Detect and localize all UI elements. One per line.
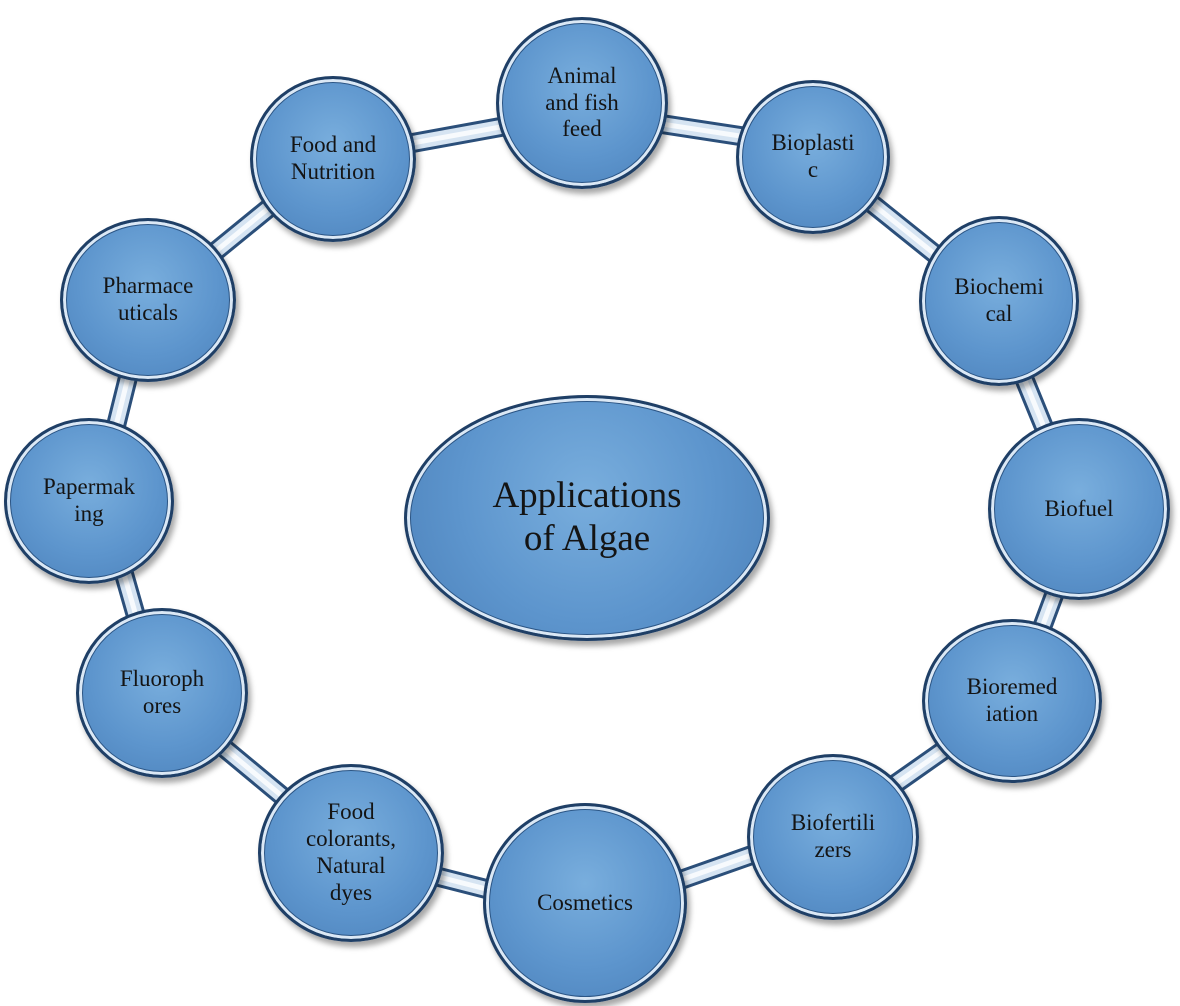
node-animal-fish-feed: Animal and fish feed — [496, 17, 668, 189]
node-label: Food colorants, Natural dyes — [305, 799, 397, 905]
node-label: Animal and fish feed — [545, 62, 619, 142]
node-label: Food and Nutrition — [289, 132, 377, 184]
node-biofuel: Biofuel — [988, 418, 1170, 600]
node-bioremediation: Bioremed iation — [922, 619, 1102, 783]
center-node-label: Applications of Algae — [492, 475, 682, 559]
node-pharmaceuticals: Pharmace uticals — [60, 218, 236, 382]
node-food-nutrition: Food and Nutrition — [250, 76, 416, 242]
node-label: Biofuel — [1044, 495, 1114, 521]
node-label: Papermak ing — [43, 474, 135, 526]
center-node: Applications of Algae — [404, 395, 770, 641]
node-label: Bioplasti c — [771, 130, 855, 182]
node-label: Bioremed iation — [966, 674, 1058, 726]
node-bioplastic: Bioplasti c — [736, 80, 890, 234]
node-papermaking: Papermak ing — [4, 418, 174, 584]
node-label: Cosmetics — [537, 889, 633, 915]
node-fluorophores: Fluoroph ores — [76, 608, 248, 778]
node-cosmetics: Cosmetics — [483, 803, 687, 1003]
node-label: Biochemi cal — [954, 274, 1044, 326]
node-food-colorants-natural-dyes: Food colorants, Natural dyes — [258, 764, 444, 942]
node-biofertilizers: Biofertili zers — [747, 754, 919, 920]
node-label: Fluoroph ores — [119, 666, 205, 718]
node-biochemical: Biochemi cal — [919, 216, 1079, 386]
node-label: Biofertili zers — [790, 810, 876, 862]
node-label: Pharmace uticals — [102, 273, 194, 325]
